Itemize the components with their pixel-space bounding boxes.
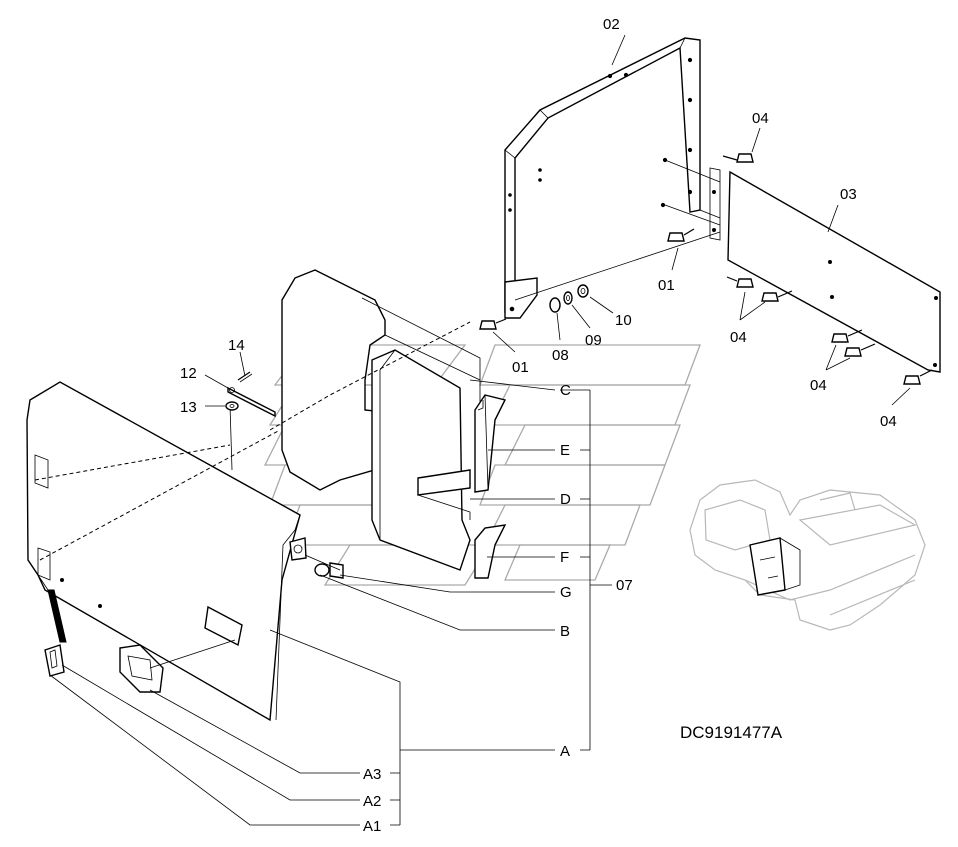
label-13: 13 <box>180 399 197 416</box>
label-B: B <box>560 623 570 640</box>
lever-icon <box>47 589 67 643</box>
pin-14-icon <box>237 371 253 383</box>
label-04-lower: 04 <box>810 377 827 394</box>
label-01-left: 01 <box>512 359 529 376</box>
side-door-panel <box>26 321 471 722</box>
bolt-icon <box>722 153 754 163</box>
label-07: 07 <box>616 577 633 594</box>
frame-panel-02 <box>504 37 721 319</box>
bolt-icon <box>831 329 863 343</box>
insulation-set-07 <box>281 269 507 579</box>
label-08: 08 <box>552 347 569 364</box>
label-D: D <box>560 491 571 508</box>
bolts-04 <box>722 153 933 385</box>
bolt-icon <box>761 290 793 302</box>
washer-08-icon <box>549 297 561 313</box>
label-03: 03 <box>840 186 857 203</box>
bolt-icon <box>903 369 933 385</box>
washer-13-icon <box>225 401 239 411</box>
rear-panel-03 <box>514 159 941 373</box>
label-A2: A2 <box>363 793 381 810</box>
bolts-01 <box>479 228 695 330</box>
bolt-icon <box>479 318 507 330</box>
label-E: E <box>560 442 570 459</box>
lock-assembly <box>44 537 344 693</box>
nut-10-icon <box>577 284 589 298</box>
label-A3: A3 <box>363 766 381 783</box>
excavator-inset <box>689 479 926 631</box>
label-10: 10 <box>615 312 632 329</box>
rod-12 <box>227 386 276 418</box>
label-14: 14 <box>228 337 245 354</box>
label-04-bottom: 04 <box>880 413 897 430</box>
drawing-number: DC9191477A <box>680 723 783 742</box>
label-C: C <box>560 382 571 399</box>
label-09: 09 <box>585 332 602 349</box>
bolt-icon <box>726 276 754 288</box>
bolt-icon <box>844 343 876 357</box>
callout-labels: 02 03 04 01 04 04 04 01 08 09 10 14 12 1… <box>180 16 897 835</box>
washers-nuts <box>549 284 589 313</box>
label-04-top: 04 <box>752 110 769 127</box>
bolt-icon <box>667 228 695 242</box>
label-02: 02 <box>603 16 620 33</box>
leader-lines <box>49 34 911 826</box>
label-A1: A1 <box>363 818 381 835</box>
label-04-mid: 04 <box>730 329 747 346</box>
label-01-right: 01 <box>658 277 675 294</box>
label-12: 12 <box>180 365 197 382</box>
label-G: G <box>560 584 572 601</box>
washer-09-icon <box>563 291 573 305</box>
label-A: A <box>560 743 570 760</box>
label-F: F <box>560 549 569 566</box>
